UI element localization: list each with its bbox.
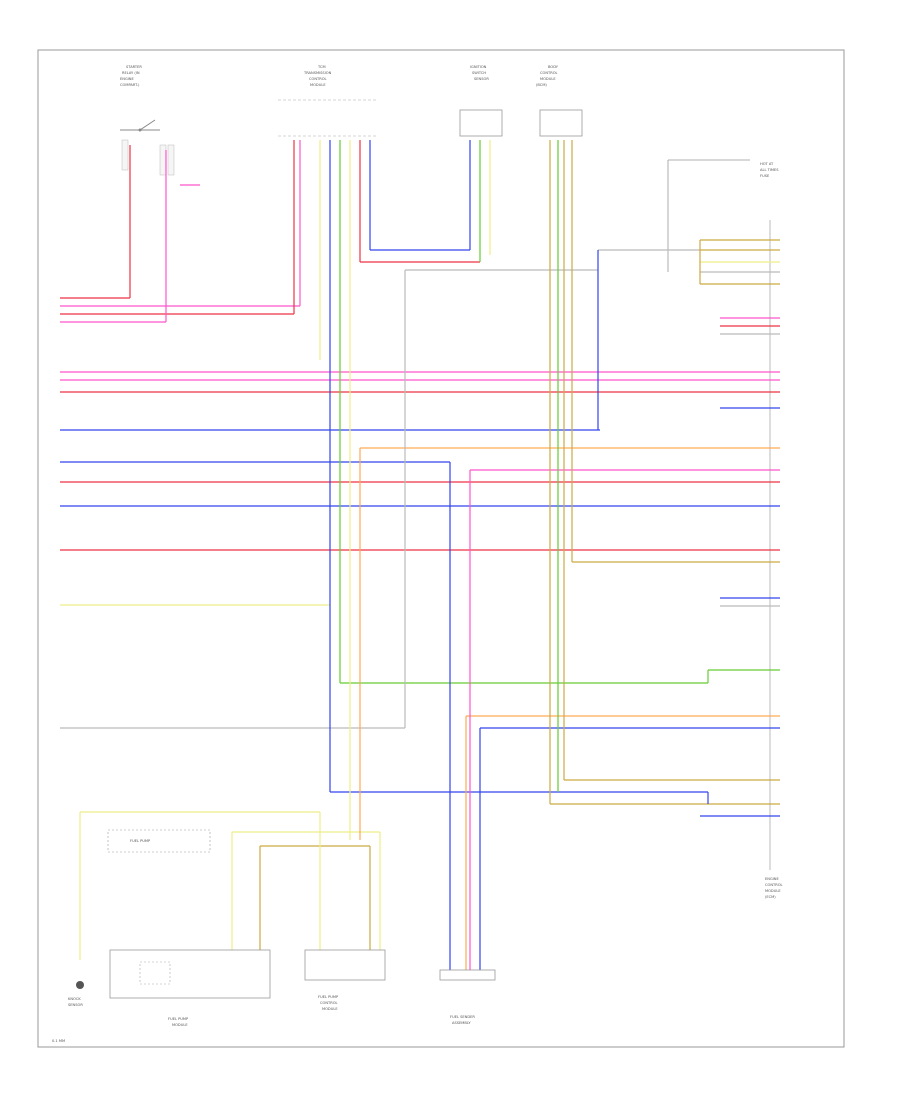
svg-text:IGNITION: IGNITION xyxy=(470,65,487,69)
svg-text:SWITCH: SWITCH xyxy=(472,71,486,75)
svg-text:(ECM): (ECM) xyxy=(765,895,776,899)
svg-text:FUEL PUMP: FUEL PUMP xyxy=(318,995,339,999)
control-module-top: BODY CONTROL MODULE (BCM) xyxy=(536,65,583,137)
svg-text:SENSOR: SENSOR xyxy=(68,1003,83,1007)
svg-text:BODY: BODY xyxy=(548,65,559,69)
svg-text:ENGINE: ENGINE xyxy=(765,877,779,881)
top-right-module: HOT AT ALL TIMES FUSE xyxy=(667,159,779,272)
svg-text:TRANSMISSION: TRANSMISSION xyxy=(303,71,332,75)
svg-text:RELAY (IN: RELAY (IN xyxy=(122,71,140,75)
svg-text:ENGINE: ENGINE xyxy=(120,77,134,81)
vertical-wires xyxy=(79,140,709,970)
svg-text:MODULE: MODULE xyxy=(172,1023,188,1027)
diagram-border xyxy=(37,49,845,1048)
fuel-sender: FUEL SENDER ASSEMBLY xyxy=(439,969,496,1025)
bottom-left-sensor: KNOCK SENSOR xyxy=(68,981,84,1007)
footer-label: 0.1 MM xyxy=(52,1039,65,1043)
svg-text:FUEL PUMP: FUEL PUMP xyxy=(130,839,151,843)
svg-text:CONTROL: CONTROL xyxy=(309,77,327,81)
svg-text:CONTROL: CONTROL xyxy=(765,883,783,887)
svg-text:HOT AT: HOT AT xyxy=(760,162,774,166)
svg-text:MODULE: MODULE xyxy=(540,77,556,81)
svg-text:FUSE: FUSE xyxy=(760,174,770,178)
svg-text:KNOCK: KNOCK xyxy=(68,997,81,1001)
svg-text:FUEL PUMP: FUEL PUMP xyxy=(168,1017,189,1021)
svg-text:COMPART.): COMPART.) xyxy=(120,83,140,87)
svg-text:TCM: TCM xyxy=(317,65,326,69)
fuel-pump-module: FUEL PUMP FUEL PUMP MODULE xyxy=(107,829,271,1027)
ignition-sensor: IGNITION SWITCH SENSOR xyxy=(459,65,503,137)
engine-module-connector: ENGINE CONTROL MODULE (ECM) xyxy=(765,220,783,899)
transmission-module: TCM TRANSMISSION CONTROL MODULE xyxy=(278,65,378,137)
svg-text:(BCM): (BCM) xyxy=(536,83,547,87)
svg-text:ASSEMBLY: ASSEMBLY xyxy=(452,1021,471,1025)
svg-text:CONTROL: CONTROL xyxy=(320,1001,338,1005)
svg-text:MODULE: MODULE xyxy=(765,889,781,893)
horizontal-wires xyxy=(60,184,780,847)
svg-text:MODULE: MODULE xyxy=(310,83,326,87)
svg-text:FUEL SENDER: FUEL SENDER xyxy=(450,1015,475,1019)
svg-text:ALL TIMES: ALL TIMES xyxy=(760,168,779,172)
svg-text:SENSOR: SENSOR xyxy=(474,77,489,81)
svg-text:MODULE: MODULE xyxy=(322,1007,338,1011)
svg-text:CONTROL: CONTROL xyxy=(540,71,558,75)
fuel-pump-relay: FUEL PUMP CONTROL MODULE xyxy=(304,949,386,1011)
svg-text:STARTER: STARTER xyxy=(126,65,142,69)
switch-top-left: STARTER RELAY (IN ENGINE COMPART.) xyxy=(120,65,175,176)
